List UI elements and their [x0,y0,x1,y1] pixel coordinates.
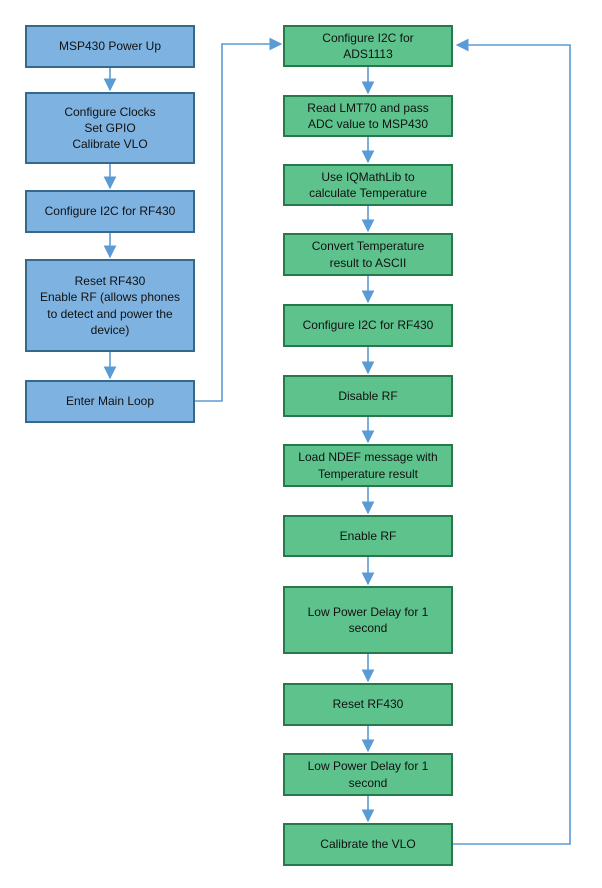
flow-step-convert-to-ascii: Convert Temperature result to ASCII [283,233,453,276]
step-label: Enter Main Loop [65,394,155,409]
step-label: Disable RF [338,388,398,403]
step-label: Enable RF [339,528,397,543]
flow-step-calibrate-the-vlo: Calibrate the VLO [283,823,453,866]
step-label: Configure I2C for RF430 [44,204,176,219]
flow-step-configure-i2c-ads1113: Configure I2C for ADS1113 [283,25,453,67]
step-label: Configure Clocks Set GPIO Calibrate VLO [64,104,156,152]
flow-step-reset-rf430-loop: Reset RF430 [283,683,453,726]
step-label: Low Power Delay for 1 second [307,759,429,790]
connector-vlo-feedback-to-ads1113 [453,38,571,845]
flow-step-low-power-delay-1: Low Power Delay for 1 second [283,586,453,654]
flow-step-disable-rf: Disable RF [283,375,453,417]
step-label: Low Power Delay for 1 second [307,604,429,635]
step-label: Configure I2C for RF430 [302,318,434,333]
flow-step-iqmathlib-temperature: Use IQMathLib to calculate Temperature [283,164,453,206]
flow-step-enter-main-loop: Enter Main Loop [25,380,195,423]
step-label: Calibrate the VLO [320,837,416,852]
flow-step-configure-i2c-rf430-init: Configure I2C for RF430 [25,190,195,233]
step-label: MSP430 Power Up [58,39,162,54]
step-label: Read LMT70 and pass ADC value to MSP430 [307,100,429,131]
flow-step-msp430-power-up: MSP430 Power Up [25,25,195,68]
flow-step-configure-clocks: Configure Clocks Set GPIO Calibrate VLO [25,92,195,164]
step-label: Load NDEF message with Temperature resul… [298,450,438,481]
flow-step-low-power-delay-2: Low Power Delay for 1 second [283,753,453,796]
step-label: Convert Temperature result to ASCII [311,239,425,270]
flow-step-configure-i2c-rf430-loop: Configure I2C for RF430 [283,304,453,347]
flow-step-enable-rf: Enable RF [283,515,453,557]
step-label: Reset RF430 [332,697,404,712]
flow-step-read-lmt70: Read LMT70 and pass ADC value to MSP430 [283,95,453,137]
step-label: Use IQMathLib to calculate Temperature [309,169,427,200]
flow-step-load-ndef-message: Load NDEF message with Temperature resul… [283,444,453,487]
step-label: Configure I2C for ADS1113 [322,30,414,61]
step-label: Reset RF430 Enable RF (allows phones to … [39,274,181,337]
flow-step-reset-rf430-enable-rf: Reset RF430 Enable RF (allows phones to … [25,259,195,352]
connector-main-loop-to-ads1113 [195,37,283,402]
